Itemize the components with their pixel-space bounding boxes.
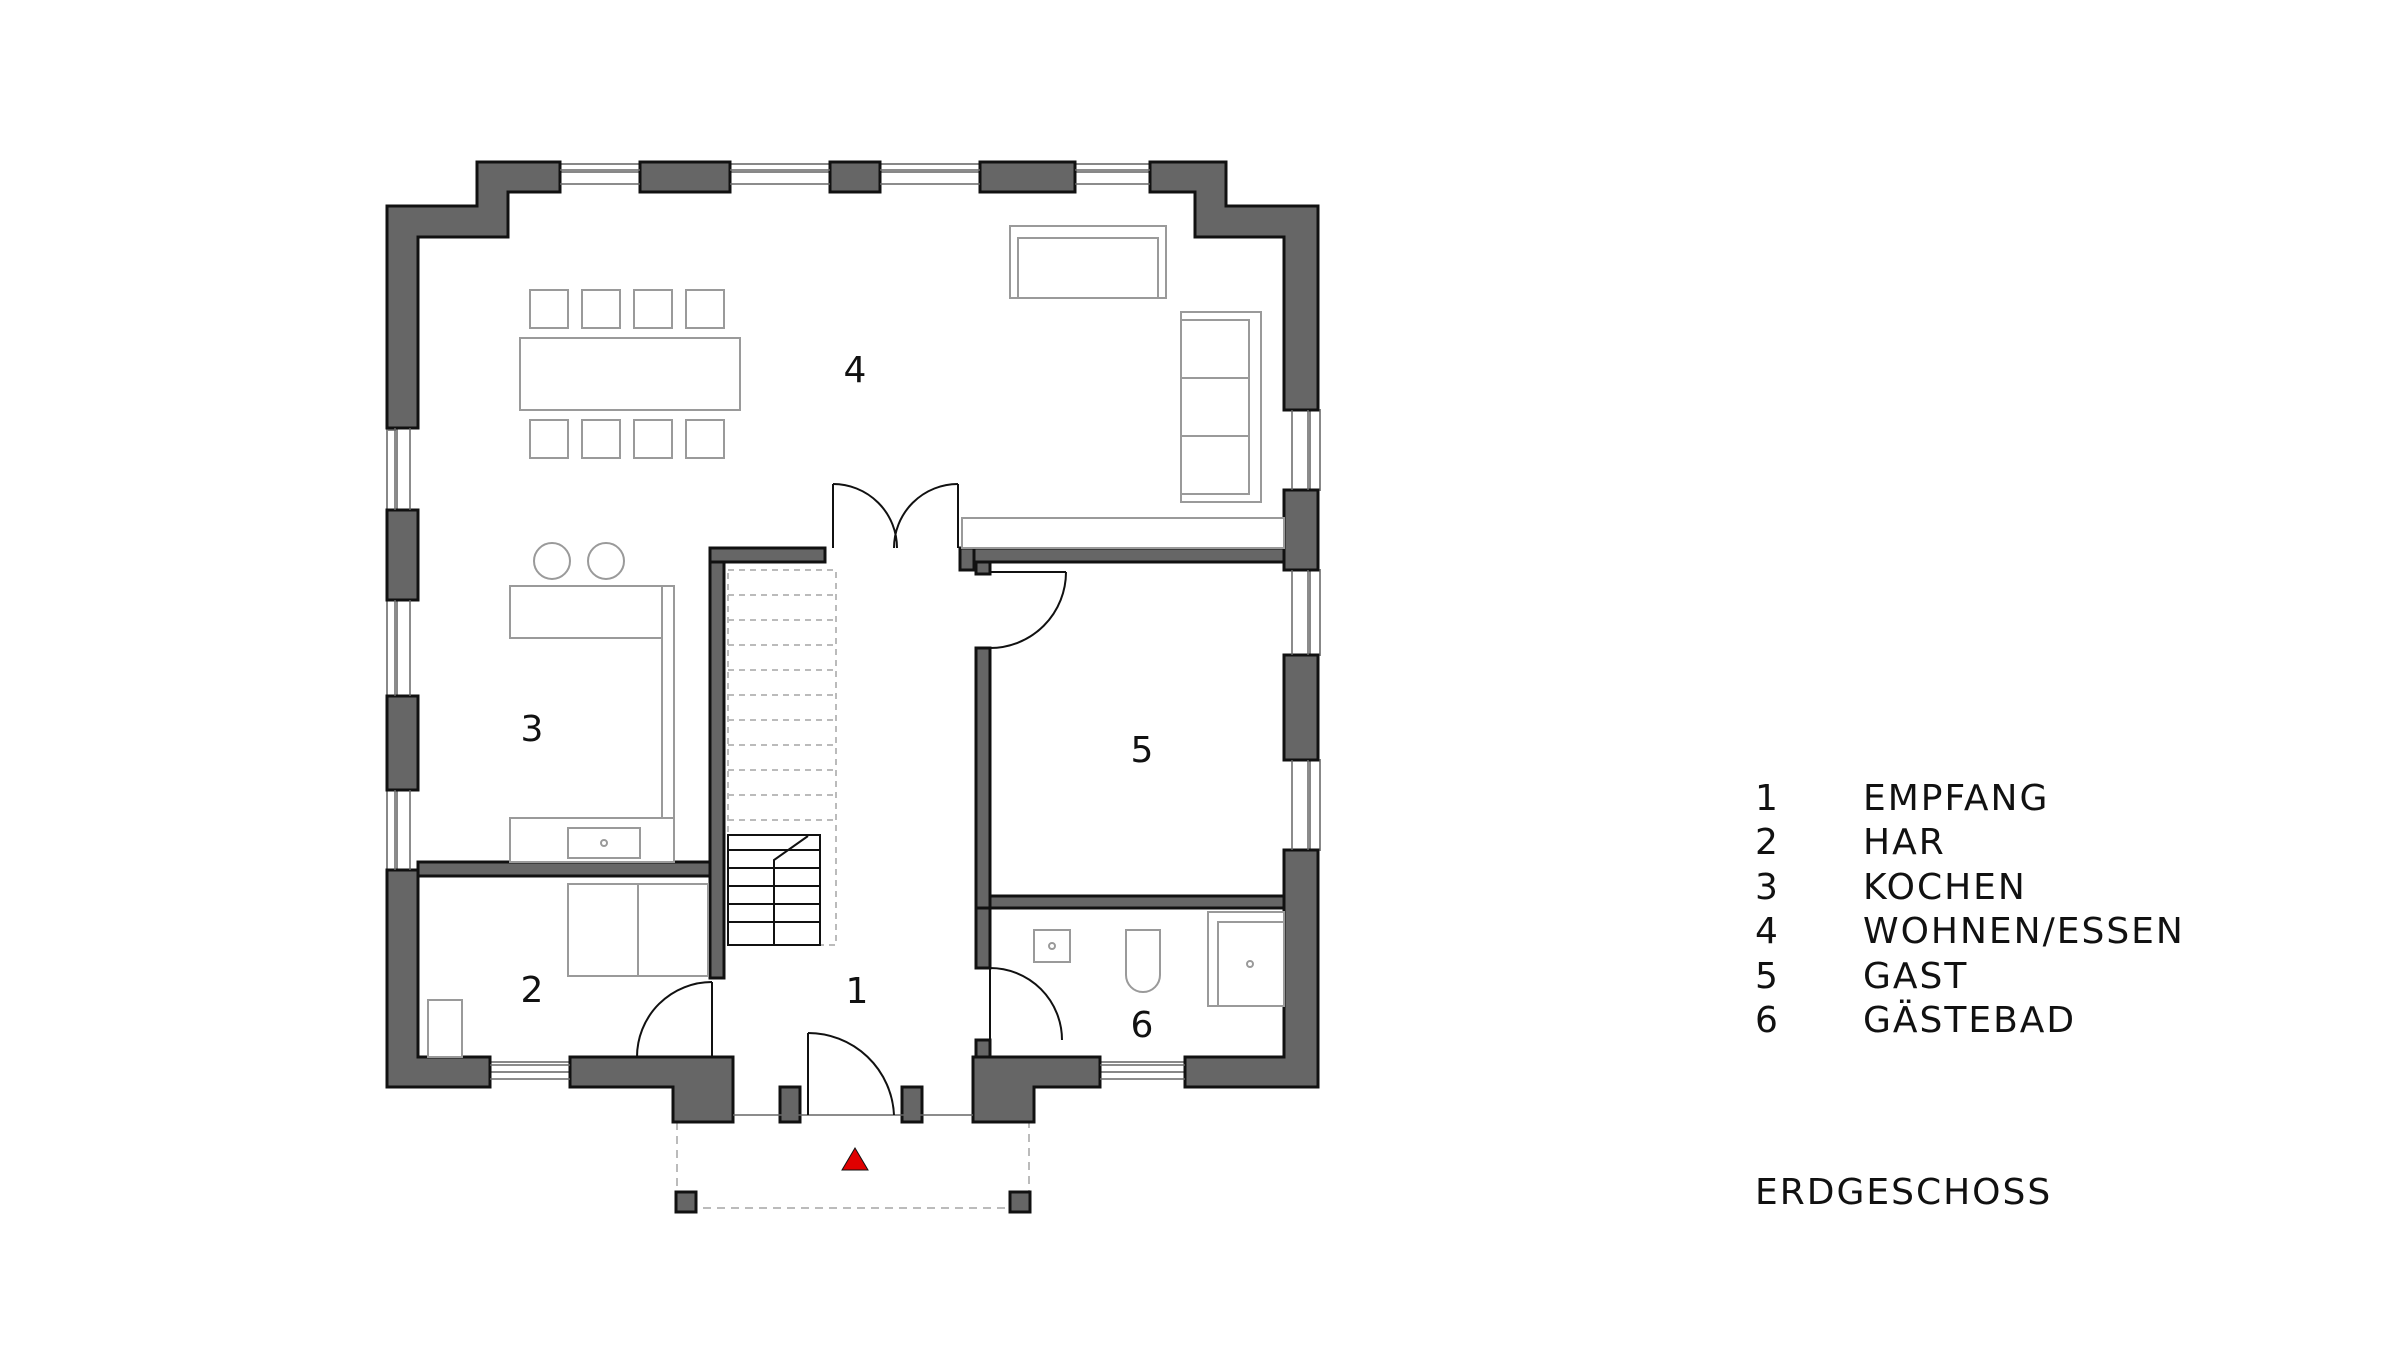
kitchen-island xyxy=(509,585,663,639)
window-panes xyxy=(394,169,1309,1116)
entrance-terrace xyxy=(676,1108,1030,1209)
legend-label: EMPFANG xyxy=(1863,778,2050,819)
legend-row: 4 WOHNEN/ESSEN xyxy=(1755,910,2185,954)
room-number-1: 1 xyxy=(846,971,869,1012)
legend-label: WOHNEN/ESSEN xyxy=(1863,911,2185,953)
room-number-6: 6 xyxy=(1131,1005,1154,1046)
legend-label: KOCHEN xyxy=(1863,866,2027,908)
legend-number: 1 xyxy=(1755,778,1780,819)
entrance-marker xyxy=(841,1147,869,1171)
legend-number: 6 xyxy=(1755,1000,1780,1042)
legend-row: 6 GÄSTEBAD xyxy=(1755,999,2185,1043)
terrace-post-left xyxy=(674,1190,698,1214)
legend-number: 5 xyxy=(1755,955,1780,997)
dining-table xyxy=(519,337,741,411)
walls xyxy=(385,160,1320,1124)
room-legend: 1 EMPFANG 2 HAR 3 KOCHEN 4 WOHNEN/ESSEN … xyxy=(1755,777,2185,1043)
legend-label: HAR xyxy=(1863,822,1946,864)
legend-label: GAST xyxy=(1863,955,1969,997)
floor-title: ERDGESCHOSS xyxy=(1755,1172,2053,1213)
room-number-2: 2 xyxy=(521,970,544,1011)
legend-row: 5 GAST xyxy=(1755,955,2185,999)
room-number-3: 3 xyxy=(521,709,544,750)
legend-number: 3 xyxy=(1755,866,1780,908)
terrace-post-right xyxy=(1008,1190,1032,1214)
legend-number: 2 xyxy=(1755,822,1780,864)
staircase xyxy=(727,569,837,946)
furniture xyxy=(427,225,1285,1058)
room-number-4: 4 xyxy=(844,350,867,391)
legend-row: 2 HAR xyxy=(1755,821,2185,865)
legend-label: GÄSTEBAD xyxy=(1863,1000,2077,1042)
room-number-5: 5 xyxy=(1131,730,1154,771)
stair-arrow xyxy=(773,835,809,945)
legend-row: 1 EMPFANG xyxy=(1755,777,2185,821)
legend-number: 4 xyxy=(1755,911,1780,953)
doors xyxy=(636,483,1067,1116)
toilet xyxy=(1125,929,1161,993)
legend-row: 3 KOCHEN xyxy=(1755,866,2185,910)
